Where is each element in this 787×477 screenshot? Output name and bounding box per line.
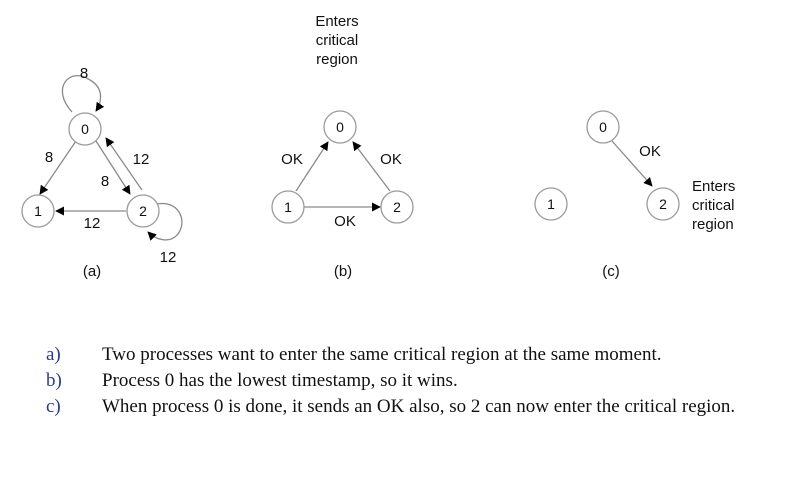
explanation-list: a) Two processes want to enter the same … (46, 343, 766, 421)
panel-a-node-2-label: 2 (139, 203, 147, 219)
note-marker: a) (46, 344, 61, 365)
note-item-c: c) When process 0 is done, it sends an O… (46, 395, 766, 418)
panel-c-node-0-label: 0 (599, 119, 607, 135)
panel-b-annotation-line-1: Enters (315, 13, 358, 30)
panel-b-edge-1-0-label: OK (281, 151, 303, 168)
panel-a-edge-0-1 (39, 140, 77, 195)
panel-a-caption: (a) (83, 263, 101, 280)
panel-b-node-1 (271, 190, 305, 224)
panel-a: 8 8 8 12 12 12 0 1 2 (a) (21, 65, 183, 280)
panel-a-self-loop-0-label: 8 (80, 65, 88, 82)
panel-b-node-0-label: 0 (336, 119, 344, 135)
panel-a-edge-2-1-label: 12 (84, 215, 101, 232)
panel-c-node-1 (534, 187, 568, 221)
panel-b-edge-2-0 (352, 141, 391, 192)
note-item-a: a) Two processes want to enter the same … (46, 343, 766, 366)
panel-a-self-loop-0 (61, 75, 105, 113)
panel-a-node-2 (126, 194, 160, 228)
panel-a-node-0 (68, 112, 102, 146)
panel-a-node-1 (21, 194, 55, 228)
panel-c-node-2-label: 2 (659, 196, 667, 212)
panel-b-node-0 (323, 110, 357, 144)
note-text: When process 0 is done, it sends an OK a… (102, 396, 736, 417)
panel-a-edge-0-2 (95, 140, 131, 195)
panel-c-node-0 (586, 110, 620, 144)
panel-b: Enters critical region OK OK OK 0 1 2 (b… (271, 13, 414, 280)
panel-a-node-1-label: 1 (34, 203, 42, 219)
note-text: Two processes want to enter the same cri… (102, 344, 662, 365)
note-text: Process 0 has the lowest timestamp, so i… (102, 370, 458, 391)
panel-b-node-2-label: 2 (393, 199, 401, 215)
panel-b-edge-1-2-label: OK (334, 213, 356, 230)
panel-b-annotation-line-3: region (316, 51, 358, 68)
note-marker: c) (46, 396, 61, 417)
panel-b-edge-1-0 (295, 141, 329, 192)
panel-c: OK 0 1 2 Enters critical region (c) (534, 110, 735, 280)
panel-b-annotation-line-2: critical (316, 32, 359, 49)
panel-c-annotation-line-3: region (692, 216, 734, 233)
panel-b-node-1-label: 1 (284, 199, 292, 215)
panel-c-edge-0-2-label: OK (639, 143, 661, 160)
panel-a-self-loop-2-label: 12 (160, 249, 177, 266)
panel-c-annotation-line-2: critical (692, 197, 735, 214)
panel-c-node-2 (646, 187, 680, 221)
panel-a-edge-0-2-label: 8 (101, 173, 109, 190)
note-item-b: b) Process 0 has the lowest timestamp, s… (46, 369, 766, 392)
panel-a-self-loop-2 (147, 202, 183, 241)
mutual-exclusion-diagram: 8 8 8 12 12 12 0 1 2 (a) Enters critical… (21, 13, 735, 280)
panel-b-caption: (b) (334, 263, 352, 280)
panel-b-edge-2-0-label: OK (380, 151, 402, 168)
note-marker: b) (46, 370, 62, 391)
panel-a-node-0-label: 0 (81, 121, 89, 137)
panel-c-edge-0-2 (611, 140, 653, 187)
panel-c-caption: (c) (602, 263, 620, 280)
panel-a-edge-2-0 (105, 137, 143, 191)
panel-a-edge-2-0-label: 12 (133, 151, 150, 168)
panel-c-node-1-label: 1 (547, 196, 555, 212)
panel-a-edge-0-1-label: 8 (45, 149, 53, 166)
panel-b-node-2 (380, 190, 414, 224)
panel-c-annotation-line-1: Enters (692, 178, 735, 195)
